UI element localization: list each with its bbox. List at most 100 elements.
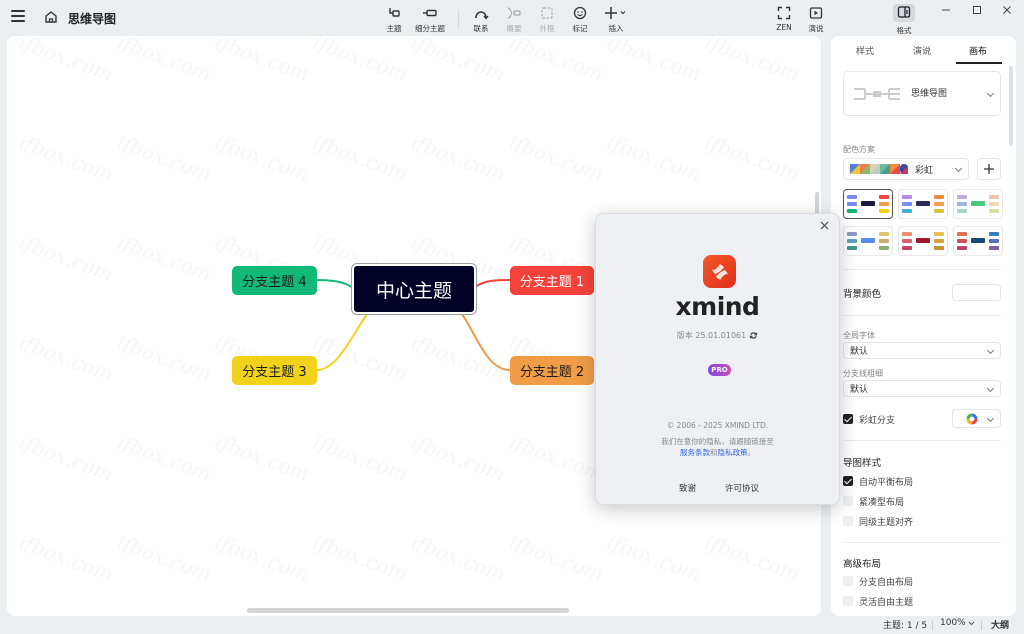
tab-style[interactable]: 样式	[856, 47, 875, 57]
color-theme-option[interactable]	[843, 189, 893, 219]
pro-badge: PRO	[708, 364, 731, 376]
fullscreen-icon	[775, 5, 793, 21]
divider	[843, 542, 1001, 543]
divider	[843, 440, 1001, 441]
insert-button[interactable]: 插入	[604, 5, 628, 34]
panel-icon	[897, 5, 911, 22]
license-button[interactable]: 许可协议	[725, 484, 760, 494]
plus-icon	[604, 5, 628, 21]
title-toolbar: 思维导图 主题 细分主题 联系 概要 外框 标记 插入 ZEN 演说 格式	[0, 0, 1024, 36]
watermark-text: ifbox.com	[212, 430, 313, 486]
align-siblings-checkbox[interactable]	[843, 516, 853, 526]
branch-topic-4[interactable]: 分支主题 4	[232, 266, 317, 295]
minimize-button[interactable]	[931, 0, 961, 20]
rainbow-branch-checkbox[interactable]	[843, 414, 853, 424]
color-theme-option[interactable]	[898, 226, 948, 256]
privacy-notice: 我们在意你的隐私，请跟随链接至 服务条款和隐私政策。	[596, 436, 839, 458]
add-color-scheme-button[interactable]	[977, 158, 1001, 180]
color-scheme-select[interactable]: 彩虹	[843, 158, 969, 180]
flexible-floating-topic-checkbox[interactable]	[843, 596, 853, 606]
summary-button[interactable]: 概要	[505, 5, 523, 34]
watermark-text: ifbox.com	[16, 530, 117, 586]
boundary-button[interactable]: 外框	[538, 5, 556, 34]
watermark-text: ifbox.com	[408, 530, 509, 586]
plus-icon	[984, 164, 994, 174]
smiley-icon	[571, 5, 589, 21]
play-icon	[807, 5, 825, 21]
connector-branch-2	[461, 313, 511, 371]
zen-button[interactable]: ZEN	[775, 5, 793, 32]
document-title: 思维导图	[68, 12, 117, 26]
credits-button[interactable]: 致谢	[679, 484, 697, 494]
hamburger-menu-icon[interactable]	[11, 10, 25, 22]
zoom-select[interactable]: 100%	[940, 618, 975, 628]
branch-topic-2[interactable]: 分支主题 2	[510, 356, 594, 385]
watermark-text: ifbox.com	[408, 430, 509, 486]
version-label: 版本 25.01.01061	[676, 331, 747, 340]
format-panel-toggle[interactable]: 格式	[891, 3, 917, 35]
chevron-down-icon	[986, 414, 995, 422]
tab-present[interactable]: 演说	[913, 47, 932, 57]
central-topic[interactable]: 中心主题	[351, 263, 477, 315]
marker-button[interactable]: 标记	[571, 5, 589, 34]
relationship-icon	[472, 5, 490, 21]
vertical-scrollbar[interactable]	[815, 192, 819, 222]
branch-topic-1[interactable]: 分支主题 1	[510, 266, 594, 295]
home-icon[interactable]	[43, 9, 59, 25]
refresh-icon[interactable]	[749, 331, 758, 340]
watermark-text: ifbox.com	[604, 36, 705, 86]
close-window-button[interactable]	[992, 0, 1022, 20]
compact-layout-label: 紧凑型布局	[859, 498, 905, 508]
color-theme-option[interactable]	[843, 226, 893, 256]
branch-thickness-select[interactable]: 默认	[843, 380, 1001, 397]
close-icon[interactable]	[817, 218, 831, 232]
tab-canvas[interactable]: 画布	[969, 47, 988, 57]
watermark-text: ifbox.com	[114, 36, 215, 86]
watermark-text: ifbox.com	[114, 230, 215, 286]
about-dialog: xmind 版本 25.01.01061 PRO © 2006 - 2025 X…	[595, 213, 840, 505]
outline-button[interactable]: 大纲	[991, 621, 1010, 631]
branch-thickness-label: 分支线粗细	[843, 369, 883, 378]
rainbow-color-select[interactable]	[952, 409, 1001, 428]
watermark-text: ifbox.com	[114, 530, 215, 586]
structure-select[interactable]: 思维导图	[843, 71, 1001, 116]
relationship-button[interactable]: 联系	[472, 5, 490, 34]
topic-button[interactable]: 主题	[385, 5, 403, 34]
terms-of-service-link[interactable]: 服务条款	[680, 448, 710, 457]
watermark-text: ifbox.com	[702, 530, 803, 586]
rainbow-swatch-icon	[848, 164, 910, 174]
color-theme-option[interactable]	[953, 226, 1003, 256]
color-theme-option[interactable]	[953, 189, 1003, 219]
color-scheme-value: 彩虹	[915, 165, 934, 176]
period-text: 。	[747, 448, 756, 457]
maximize-button[interactable]	[962, 0, 992, 20]
format-panel: 样式 演说 画布 思维导图 配色方案 彩虹 背景颜色	[831, 36, 1016, 616]
global-font-value: 默认	[850, 347, 869, 357]
watermark-text: ifbox.com	[506, 430, 607, 486]
chevron-down-icon	[954, 164, 963, 173]
background-color-swatch[interactable]	[952, 284, 1001, 301]
version-info: 版本 25.01.01061	[596, 330, 839, 341]
watermark-text: ifbox.com	[114, 330, 215, 386]
color-theme-option[interactable]	[898, 189, 948, 219]
panel-scrollbar[interactable]	[1009, 66, 1013, 146]
branch-topic-3[interactable]: 分支主题 3	[232, 356, 317, 385]
subtopic-button[interactable]: 细分主题	[415, 5, 445, 34]
align-siblings-label: 同级主题对齐	[859, 518, 914, 528]
topic-icon	[385, 5, 403, 21]
zoom-value: 100%	[940, 618, 966, 628]
auto-balance-checkbox[interactable]	[843, 476, 853, 486]
global-font-select[interactable]: 默认	[843, 342, 1001, 359]
divider	[843, 315, 1001, 316]
watermark-text: ifbox.com	[114, 130, 215, 186]
chevron-down-icon	[986, 384, 995, 392]
privacy-policy-link[interactable]: 隐私政策	[717, 448, 748, 457]
present-button[interactable]: 演说	[807, 5, 825, 34]
horizontal-scrollbar[interactable]	[247, 608, 569, 613]
color-wheel-icon	[966, 413, 978, 424]
active-tab-indicator	[956, 62, 1002, 64]
status-separator	[981, 621, 982, 630]
compact-layout-checkbox[interactable]	[843, 496, 853, 506]
free-branch-layout-checkbox[interactable]	[843, 576, 853, 586]
watermark-text: ifbox.com	[16, 230, 117, 286]
